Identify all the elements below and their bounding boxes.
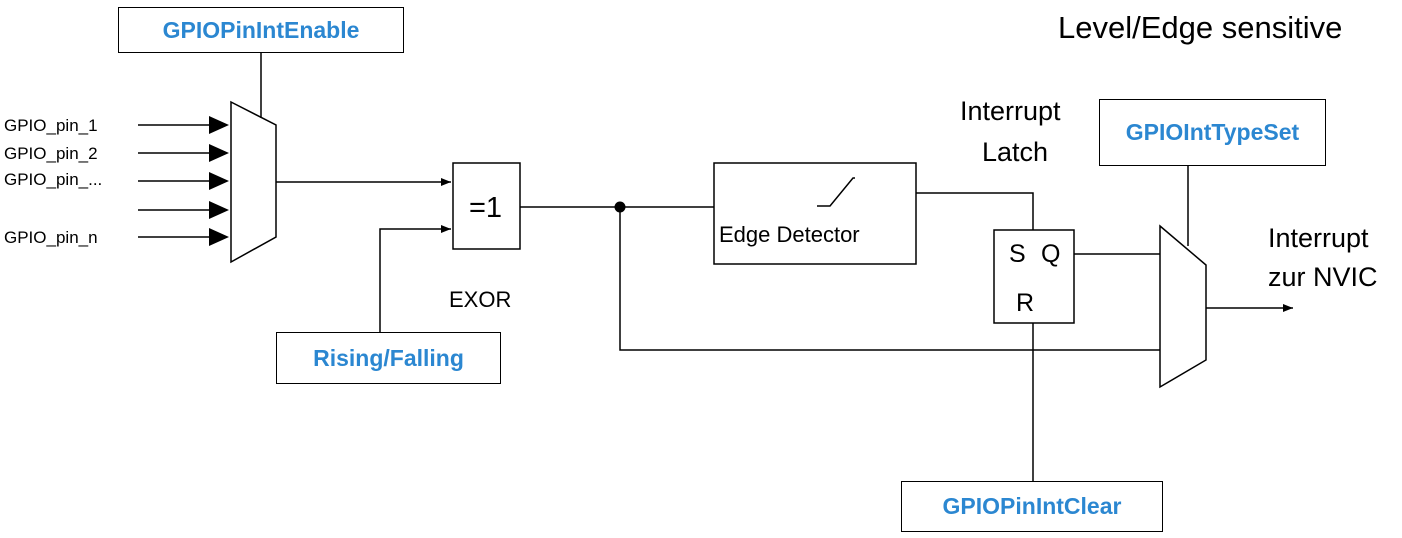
latch-caption-line1: Interrupt xyxy=(960,96,1061,126)
input-arrow-4 xyxy=(209,201,229,219)
rising-falling-register: Rising/Falling xyxy=(276,332,501,384)
interrupt-latch-box xyxy=(993,229,1075,324)
input-label-pin-1: GPIO_pin_1 xyxy=(4,116,98,135)
edge-to-latch-wire xyxy=(916,192,1034,230)
latch-q-label: Q xyxy=(1041,240,1061,268)
gpio-pin-int-enable-register: GPIOPinIntEnable xyxy=(118,7,404,53)
input-label-pin-n: GPIO_pin_n xyxy=(4,228,98,247)
input-label-pin-2: GPIO_pin_2 xyxy=(4,144,98,163)
edge-symbol xyxy=(817,177,855,207)
input-mux xyxy=(230,100,277,264)
latch-caption-line2: Latch xyxy=(982,137,1049,167)
diagram-title: Level/Edge sensitive xyxy=(1058,10,1343,45)
xor-symbol: =1 xyxy=(469,192,503,224)
rising-falling-wire xyxy=(379,225,451,332)
gpio-int-type-set-register: GPIOIntTypeSet xyxy=(1099,99,1326,166)
xor-gate xyxy=(452,162,521,250)
input-arrow-3 xyxy=(209,172,229,190)
edge-detector-box xyxy=(713,162,917,265)
input-arrow-2 xyxy=(209,144,229,162)
input-arrow-n xyxy=(209,228,229,246)
input-label-pin-dots: GPIO_pin_... xyxy=(4,170,103,189)
output-label-line2: zur NVIC xyxy=(1268,262,1378,292)
output-mux xyxy=(1159,224,1207,389)
latch-reset-label: R xyxy=(1016,289,1035,317)
output-label-line1: Interrupt xyxy=(1268,223,1369,253)
input-arrow-1 xyxy=(209,116,229,134)
edge-detector-label: Edge Detector xyxy=(719,222,860,247)
level-bypass-wire xyxy=(619,207,1160,351)
xor-caption: EXOR xyxy=(449,287,512,312)
latch-set-label: S xyxy=(1009,240,1026,268)
junction-dot xyxy=(614,201,626,213)
gpio-pin-int-clear-register: GPIOPinIntClear xyxy=(901,481,1163,532)
